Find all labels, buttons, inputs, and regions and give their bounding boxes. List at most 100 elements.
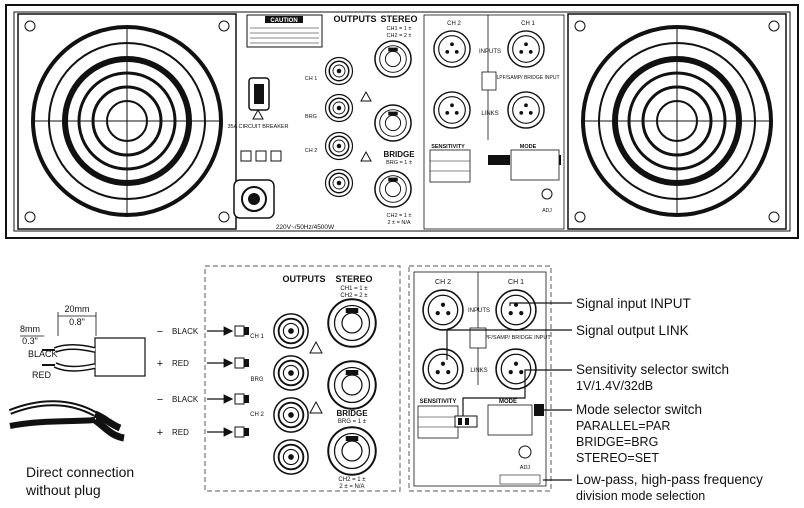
warning-triangle-icon (360, 90, 372, 102)
callout-3-line-3: STEREO=SET (576, 451, 659, 465)
detail-ground-switch[interactable] (469, 327, 487, 349)
panel-inner-frame (13, 11, 791, 232)
circuit-breaker[interactable] (248, 77, 270, 120)
direct-connection-caption-2: without plug (25, 482, 101, 498)
wire-sign-0: − (157, 326, 163, 338)
detail-speakon-ch2[interactable] (327, 426, 377, 476)
strip-length-in: 0.8" (69, 317, 85, 327)
detail-ch2-label: CH 2 (250, 412, 264, 418)
warning-triangle-icon (360, 150, 372, 162)
ch2-detail-line2: 2 ± = N/A (339, 484, 364, 490)
stereo-detail-title: STEREO (335, 274, 372, 284)
callout-4-line-1: division mode selection (576, 489, 705, 503)
callout-3-line-0: Mode selector switch (576, 402, 702, 417)
bridge-detail-title: BRIDGE (336, 409, 368, 418)
xlr-link-ch1[interactable] (507, 91, 545, 129)
detail-binding-post-4[interactable] (272, 438, 310, 476)
terminal-block-2 (234, 393, 249, 405)
strip-length-mm: 20mm (64, 304, 89, 314)
detail-ch1-label: CH 1 (250, 334, 264, 340)
mode-table (510, 149, 560, 181)
detail-adj-label: ADJ (520, 465, 531, 471)
warning-triangle-icon (309, 400, 323, 414)
brg-label: BRG (305, 114, 317, 120)
caution-label: CAUTION (246, 14, 323, 48)
detail-xlr-input-ch1[interactable] (495, 289, 537, 331)
ch2-detail-line1: CH2 = 1 ± (338, 477, 366, 483)
detail-crossover-adjust-knob[interactable] (518, 445, 532, 459)
warning-triangle-icon (252, 108, 264, 120)
speakon-stereo[interactable] (374, 40, 412, 78)
cable-red-label: RED (32, 370, 52, 380)
detail-speakon-stereo[interactable] (327, 298, 377, 348)
outputs-detail-frame (204, 265, 401, 492)
stereo-title: STEREO (380, 14, 417, 24)
wire-sign-2: − (157, 394, 163, 406)
binding-post-3[interactable] (324, 131, 354, 161)
callout-2-line-0: Sensitivity selector switch (576, 362, 729, 377)
detail-sensitivity-table (417, 405, 459, 439)
xlr-input-ch1[interactable] (507, 30, 545, 68)
detail-input-ch1-label: CH 1 (508, 279, 524, 286)
detail-speakon-bridge[interactable] (327, 360, 377, 410)
breaker-label: 35A CIRCUIT BREAKER (227, 124, 288, 130)
cable-black-label: BLACK (28, 349, 58, 359)
binding-post-1[interactable] (324, 56, 354, 86)
bridge-line: BRG = 1 ± (386, 160, 412, 166)
speakon-ch2[interactable] (374, 170, 412, 208)
callout-leaders (446, 302, 572, 481)
binding-post-2[interactable] (324, 93, 354, 123)
wire-sign-1: + (157, 358, 163, 370)
xlr-link-ch2[interactable] (433, 91, 471, 129)
ch1-label: CH 1 (305, 76, 318, 82)
terminal-block-3 (234, 426, 249, 438)
detail-links-label: LINKS (470, 368, 487, 374)
wire-preparation: 20mm 0.8" 8mm 0.3" BLACK RED (20, 304, 146, 380)
certification-icons (240, 150, 282, 162)
detail-binding-post-2[interactable] (272, 354, 310, 392)
power-inlet (233, 179, 275, 219)
direct-connection-caption-1: Direct connection (26, 464, 134, 480)
xlr-input-ch2[interactable] (433, 30, 471, 68)
detail-lpf-mode-switch[interactable] (499, 474, 541, 485)
sensitivity-dip-switch[interactable] (488, 155, 510, 165)
detail-sensitivity-label: SENSITIVITY (420, 399, 457, 405)
stereo-line2: CH2 = 2 ± (387, 33, 412, 39)
ch2-note-line1: CH2 = 1 ± (387, 213, 412, 219)
binding-post-4[interactable] (324, 168, 354, 198)
speakon-bridge[interactable] (374, 104, 412, 142)
callout-3-line-2: BRIDGE=BRG (576, 435, 658, 449)
inputs-label: INPUTS (479, 49, 501, 55)
wire-color-3: RED (172, 428, 189, 437)
detail-xlr-input-ch2[interactable] (422, 289, 464, 331)
detail-xlr-link-ch2[interactable] (422, 348, 464, 390)
callout-1-line-0: Signal output LINK (576, 323, 689, 338)
detail-lpf-input-label: LPF/SAMP/ BRIDGE INPUT (481, 335, 551, 341)
ground-switch[interactable] (481, 71, 497, 91)
mode-label: MODE (520, 144, 537, 150)
stereo-detail-line2: CH2 = 2 ± (340, 293, 368, 299)
ch2-label: CH 2 (305, 148, 318, 154)
detail-mode-dip-switch[interactable] (534, 404, 544, 416)
callout-3-line-1: PARALLEL=PAR (576, 419, 670, 433)
bridge-detail-line: BRG = 1 ± (338, 419, 367, 425)
detail-binding-post-1[interactable] (272, 312, 310, 350)
warning-triangle-icon (309, 340, 323, 354)
ch2-note-line2: 2 ± = N/A (387, 220, 410, 226)
bridge-title: BRIDGE (383, 150, 415, 159)
wire-color-1: RED (172, 359, 189, 368)
callout-4-line-0: Low-pass, high-pass frequency (576, 472, 763, 487)
power-rating: 220V~/50Hz/4500W (276, 224, 335, 231)
cable-jacket (94, 337, 146, 377)
terminal-block-0 (234, 325, 249, 337)
input-ch1-label: CH 1 (521, 21, 535, 27)
detail-xlr-link-ch1[interactable] (495, 348, 537, 390)
outputs-detail: OUTPUTS STEREO CH1 = 1 ± CH2 = 2 ± CH 1 … (204, 265, 401, 492)
left-fan-icon (17, 13, 237, 230)
detail-binding-post-3[interactable] (272, 396, 310, 434)
bare-length-mm: 8mm (20, 324, 40, 334)
crossover-adjust-knob[interactable] (541, 188, 553, 200)
detail-mode-label: MODE (499, 399, 517, 405)
